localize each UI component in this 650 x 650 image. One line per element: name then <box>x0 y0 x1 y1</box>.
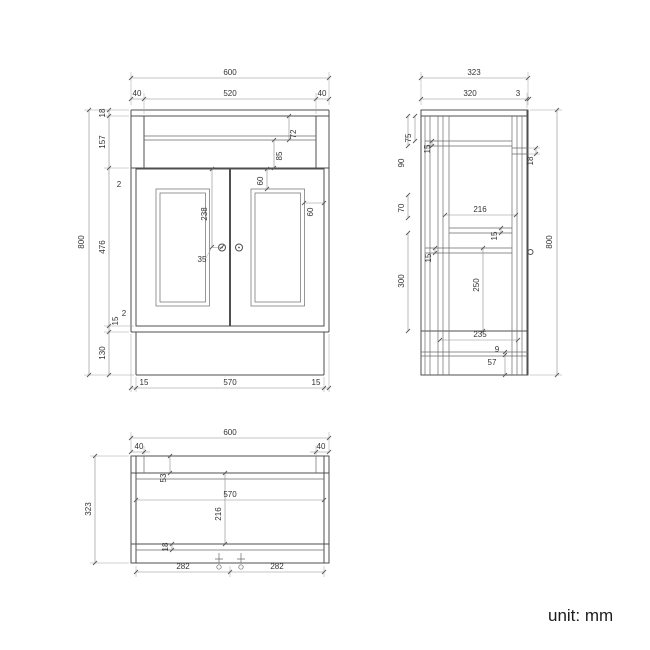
dim-bottom-hinge-left: 282 <box>176 562 190 571</box>
dim-bottom-inner-depth: 216 <box>214 507 223 521</box>
dim-front-apron-lower: 85 <box>275 151 284 160</box>
dim-side-lower-300: 300 <box>397 274 406 288</box>
dim-side-body-depth: 320 <box>463 89 477 98</box>
dim-bottom-back-53: 53 <box>159 473 168 482</box>
dim-front-plinth-inset-right: 15 <box>312 378 321 387</box>
bottom-dim-labels: 600 40 40 323 53 570 216 18 282 282 <box>84 428 326 571</box>
dim-bottom-inner-width: 570 <box>223 490 237 499</box>
front-view: 600 40 520 40 800 18 157 2 476 2 15 130 … <box>77 68 332 392</box>
door-left-panel <box>155 188 210 307</box>
dim-front-plinth-inset-left: 15 <box>140 378 149 387</box>
dim-side-left-gap: 15 <box>424 253 433 262</box>
dim-front-knob-offset: 35 <box>198 255 207 264</box>
dim-front-plinth-height: 130 <box>98 346 107 360</box>
dim-bottom-hinge-right: 282 <box>270 562 284 571</box>
dim-front-knob-drop: 238 <box>200 207 209 221</box>
bottom-outline <box>130 455 330 570</box>
dim-side-bottom-9: 9 <box>495 345 500 354</box>
side-dimension-lines <box>405 72 562 378</box>
dim-side-top-right: 18 <box>526 156 535 165</box>
dim-bottom-total-depth: 323 <box>84 502 93 516</box>
dim-bottom-right-offset: 40 <box>317 442 326 451</box>
dim-front-inner-width: 520 <box>223 89 237 98</box>
dim-bottom-total-width: 600 <box>223 428 237 437</box>
dim-side-shelf-depth: 216 <box>473 205 487 214</box>
dim-front-left-offset: 40 <box>133 89 142 98</box>
front-outline <box>130 109 330 376</box>
dim-side-top-75: 75 <box>404 133 413 142</box>
dim-side-shelf-gap: 15 <box>490 231 499 240</box>
side-view: 323 320 3 800 18 75 15 90 70 216 15 15 3… <box>397 68 562 378</box>
door-right-panel <box>250 188 305 307</box>
dim-side-total-depth: 323 <box>467 68 481 77</box>
dim-front-door-stile: 60 <box>306 207 315 216</box>
front-dimension-lines <box>84 72 332 392</box>
dim-side-total-height: 800 <box>545 235 554 249</box>
dim-bottom-left-offset: 40 <box>135 442 144 451</box>
dim-side-bottom-235: 235 <box>473 330 487 339</box>
door-knob-right <box>235 243 243 252</box>
dim-side-bottom-57: 57 <box>488 358 497 367</box>
bottom-dimension-lines <box>90 432 332 577</box>
dim-front-total-height: 800 <box>77 235 86 249</box>
dim-side-lower-250: 250 <box>472 278 481 292</box>
door-right <box>230 168 325 327</box>
unit-label: unit: mm <box>548 606 614 625</box>
dim-front-gap-top: 2 <box>117 180 122 189</box>
dim-front-total-width: 600 <box>223 68 237 77</box>
dim-front-apron-height: 157 <box>98 135 107 149</box>
side-dim-labels: 323 320 3 800 18 75 15 90 70 216 15 15 3… <box>397 68 554 367</box>
door-left <box>135 168 230 327</box>
dim-side-mid-70: 70 <box>397 203 406 212</box>
dim-front-plinth-width: 570 <box>223 378 237 387</box>
fixing-symbol-left <box>215 553 223 570</box>
side-outline <box>420 109 534 376</box>
side-door-knob <box>527 249 534 255</box>
dim-front-door-height: 476 <box>98 240 107 254</box>
dim-side-top-90: 90 <box>397 158 406 167</box>
dim-bottom-front-18: 18 <box>161 542 170 551</box>
front-dim-labels: 600 40 520 40 800 18 157 2 476 2 15 130 … <box>77 68 327 387</box>
dim-front-door-top-rail: 60 <box>256 176 265 185</box>
bottom-view: 600 40 40 323 53 570 216 18 282 282 <box>84 428 332 577</box>
dim-front-apron-upper: 72 <box>289 129 298 138</box>
dim-front-top-thickness: 18 <box>98 108 107 117</box>
fixing-symbol-right <box>237 553 245 570</box>
dim-front-gap-bottom: 2 <box>122 309 127 318</box>
dim-side-back-gap: 3 <box>516 89 521 98</box>
dim-front-bottom-rail: 15 <box>111 316 120 325</box>
dim-front-right-offset: 40 <box>318 89 327 98</box>
dim-side-top-15: 15 <box>423 144 432 153</box>
